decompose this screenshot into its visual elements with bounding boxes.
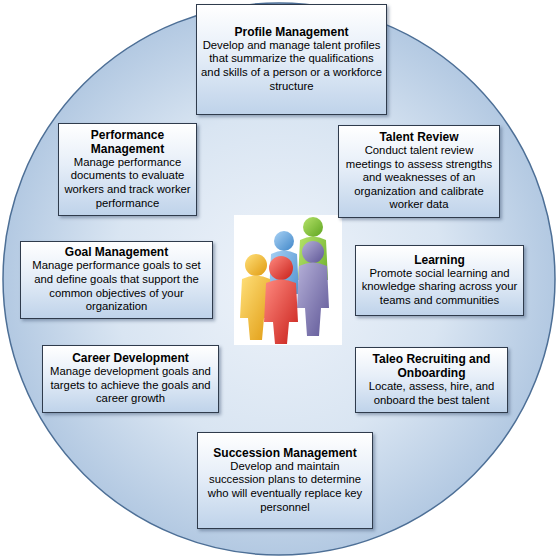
box-description: Develop and manage talent profiles that … [201,39,382,93]
function-box: Goal ManagementManage performance goals … [20,241,213,319]
box-heading: Talent Review [343,130,495,144]
people-illustration [234,215,342,345]
box-heading: Taleo Recruiting and Onboarding [360,352,503,380]
function-box: LearningPromote social learning and know… [355,245,524,316]
box-description: Promote social learning and knowledge sh… [360,267,519,308]
box-description: Conduct talent review meetings to assess… [343,144,495,212]
function-box: Performance ManagementManage performance… [58,123,197,216]
box-heading: Succession Management [202,446,368,460]
function-box: Succession ManagementDevelop and maintai… [197,432,373,529]
box-description: Manage development goals and targets to … [47,365,214,406]
box-heading: Career Development [47,351,214,365]
box-description: Manage performance goals to set and defi… [25,259,208,313]
function-box: Taleo Recruiting and OnboardingLocate, a… [355,347,508,413]
box-description: Develop and maintain succession plans to… [202,460,368,514]
function-box: Profile ManagementDevelop and manage tal… [196,4,387,115]
box-heading: Learning [360,253,519,267]
function-box: Talent ReviewConduct talent review meeti… [338,125,500,218]
box-heading: Performance Management [63,128,192,156]
box-heading: Profile Management [201,25,382,39]
function-box: Career DevelopmentManage development goa… [42,345,219,413]
box-heading: Goal Management [25,245,208,259]
box-description: Locate, assess, hire, and onboard the be… [360,380,503,407]
box-description: Manage performance documents to evaluate… [63,156,192,210]
outer-circle [3,3,555,555]
